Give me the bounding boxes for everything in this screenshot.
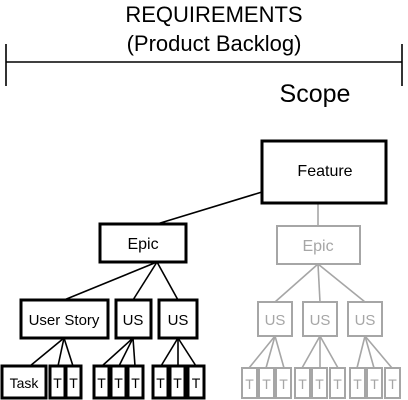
epic-node-active: Epic <box>98 222 188 264</box>
feature-label: Feature <box>297 163 352 180</box>
task-t-label: T <box>173 375 182 391</box>
task-t-node: T <box>186 364 206 400</box>
faded-task-t-label: T <box>245 376 254 392</box>
active-connectors <box>29 191 263 367</box>
epic-active-label: Epic <box>127 236 158 253</box>
us-node-active-2: US <box>157 298 199 340</box>
scope-label: Scope <box>280 80 351 108</box>
us-node-faded-1: US <box>257 301 293 337</box>
faded-task-t-label: T <box>353 376 362 392</box>
task-t-node: T <box>126 364 145 400</box>
task-t-label: T <box>156 375 165 391</box>
feature-node: Feature <box>260 139 388 205</box>
task-t-label: T <box>69 375 78 391</box>
product-backlog-subtitle: (Product Backlog) <box>127 31 302 56</box>
task-t-node: T <box>109 364 128 400</box>
task-t-label: T <box>97 375 106 391</box>
task-t-node: T <box>168 364 187 400</box>
us-label: US <box>310 312 331 329</box>
faded-task-t-label: T <box>370 376 379 392</box>
us-label: US <box>265 312 286 329</box>
faded-task-t-label: T <box>279 376 288 392</box>
task-t-node: T <box>48 364 67 400</box>
task-t-label: T <box>192 375 201 391</box>
task-t-label: T <box>131 375 140 391</box>
faded-task-t-label: T <box>388 376 397 392</box>
task-label: Task <box>10 375 40 391</box>
faded-task-t-label: T <box>333 376 342 392</box>
epic-faded-label: Epic <box>302 238 333 255</box>
faded-task-row <box>241 367 401 399</box>
task-node: Task <box>0 364 48 400</box>
task-t-node: T <box>64 364 83 400</box>
user-story-node: User Story <box>19 298 110 340</box>
task-t-label: T <box>53 375 62 391</box>
us-label: US <box>168 312 189 329</box>
faded-task-labels: T T T T T T T T T <box>245 376 397 392</box>
us-node-faded-2: US <box>302 301 338 337</box>
scope-bracket <box>5 44 403 86</box>
us-node-active-1: US <box>114 298 153 340</box>
epic-node-faded: Epic <box>276 225 361 265</box>
us-label: US <box>355 312 376 329</box>
task-t-label: T <box>114 375 123 391</box>
task-t-node: T <box>151 364 170 400</box>
requirements-title: REQUIREMENTS <box>125 2 302 27</box>
us-label: US <box>123 312 144 329</box>
user-story-label: User Story <box>29 312 100 329</box>
faded-connectors <box>248 203 393 369</box>
task-t-node: T <box>92 364 111 400</box>
us-node-faded-3: US <box>347 301 383 337</box>
faded-task-t-label: T <box>262 376 271 392</box>
faded-task-t-label: T <box>298 376 307 392</box>
faded-task-t-label: T <box>315 376 324 392</box>
